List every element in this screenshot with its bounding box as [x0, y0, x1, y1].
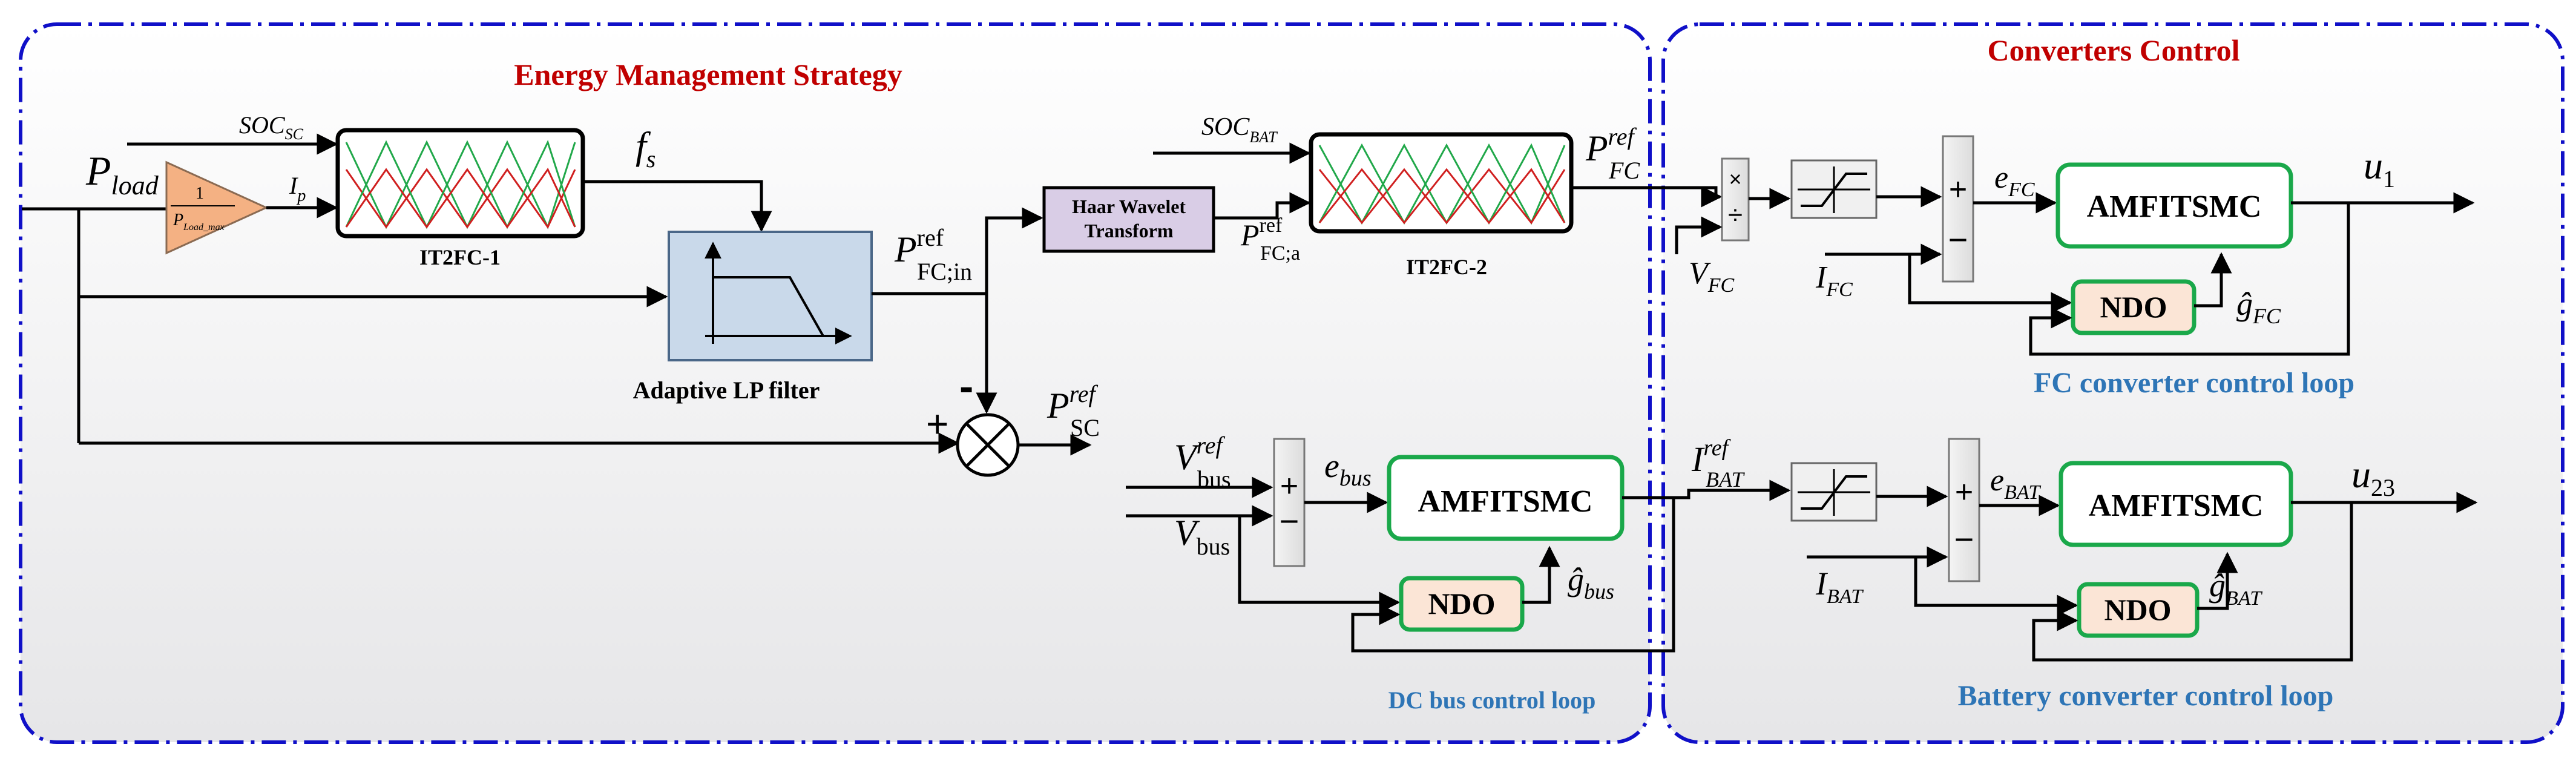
- lp-filter-label: Adaptive LP filter: [633, 377, 820, 404]
- e-fc-label: eFC: [1994, 160, 2035, 201]
- g-bat-label: ĝBAT: [2209, 567, 2262, 610]
- sum-minus-sign: -: [959, 363, 973, 410]
- i-fc-to-ndo: [1908, 254, 2072, 314]
- fc-saturation-block: [1790, 159, 1878, 219]
- i-fc-label: IFC: [1815, 260, 1853, 301]
- p-load-label: Pload: [85, 148, 159, 200]
- ems-section-title: Energy Management Strategy: [514, 58, 902, 91]
- v-fc-label: VFC: [1689, 256, 1735, 297]
- dc-bus-minus: −: [1280, 502, 1300, 540]
- haar-wavelet-label-line2: Transform: [1085, 220, 1174, 242]
- it2fc-1-label: IT2FC-1: [419, 245, 501, 269]
- fc-amfitsmc-block: [2055, 162, 2293, 249]
- p-fc-ref-to-divider: [1701, 186, 1723, 208]
- it2fc-1-block: [335, 128, 585, 239]
- fs-line: [583, 180, 772, 232]
- e-bat-label: eBAT: [1990, 463, 2041, 504]
- it2fc-2-block: [1309, 132, 1574, 234]
- bat-summing-block: [1948, 438, 1980, 582]
- p-fc-a-line: [1214, 192, 1311, 220]
- g-bat-line: [2197, 552, 2238, 610]
- fc-sum-minus: −: [1948, 220, 1968, 259]
- dc-bus-output-line: [1351, 496, 1675, 653]
- i-bat-to-ndo: [1914, 557, 2078, 616]
- bat-amfitsmc-label: AMFITSMC: [2089, 489, 2264, 523]
- dc-bus-amfitsmc-label: AMFITSMC: [1418, 484, 1593, 519]
- g-bus-label: ĝbus: [1568, 561, 1614, 604]
- fc-amfitsmc-label: AMFITSMC: [2087, 189, 2262, 224]
- ip-label: Ip: [289, 172, 306, 205]
- dc-bus-loop-label: DC bus control loop: [1388, 687, 1596, 714]
- fc-feedback-line: [2029, 203, 2350, 356]
- it2fc-1-membership-red: [345, 168, 576, 229]
- soc-sc-label: SOCSC: [239, 111, 304, 143]
- gain-denominator: PLoad_max: [172, 211, 225, 232]
- dc-bus-summing-block: [1273, 438, 1306, 567]
- soc-bat-label: SOCBAT: [1201, 113, 1278, 146]
- fc-loop-label: FC converter control loop: [2034, 367, 2354, 399]
- fc-sum-plus: +: [1949, 172, 1967, 207]
- bat-saturation-block: [1790, 462, 1878, 522]
- bat-sum-plus: +: [1955, 475, 1973, 510]
- g-bus-line: [1522, 545, 1560, 604]
- v-bus-label: Vbus: [1174, 513, 1230, 560]
- dc-bus-ndo-label: NDO: [1428, 587, 1495, 621]
- dc-bus-plus: +: [1280, 469, 1298, 504]
- g-fc-line: [2194, 252, 2232, 308]
- g-fc-label: ĝFC: [2236, 286, 2281, 328]
- fc-divider-times: ×: [1729, 166, 1741, 191]
- fc-divider-divide: ÷: [1728, 200, 1743, 230]
- sum-plus-sign: +: [926, 402, 948, 446]
- fc-summing-block: [1942, 135, 1974, 283]
- bat-sum-minus: −: [1954, 520, 1974, 558]
- converters-section-title: Converters Control: [1987, 33, 2239, 67]
- u1-label: u1: [2364, 144, 2395, 193]
- bat-feedback-line: [2032, 502, 2353, 662]
- it2fc-1-membership-red2: [345, 168, 576, 229]
- battery-loop-label: Battery converter control loop: [1958, 680, 2334, 712]
- e-bus-label: ebus: [1324, 447, 1372, 491]
- adaptive-lp-filter-block: [668, 231, 873, 361]
- haar-wavelet-block: [1042, 186, 1215, 253]
- p-fc-in-to-haar: [985, 207, 1043, 294]
- it2fc-1-membership-green2: [345, 139, 576, 229]
- it2fc-2-label: IT2FC-2: [1406, 255, 1487, 279]
- v-fc-line: [1675, 216, 1723, 254]
- i-bat-label: IBAT: [1815, 565, 1864, 608]
- v-bus-to-ndo: [1238, 516, 1401, 613]
- fc-ndo-label: NDO: [2100, 290, 2167, 324]
- haar-wavelet-label-line1: Haar Wavelet: [1072, 196, 1186, 217]
- normalization-gain-block: [165, 160, 269, 255]
- i-bat-ref-line: [1674, 479, 1791, 501]
- u23-label: u23: [2351, 453, 2395, 501]
- gain-numerator: 1: [196, 184, 204, 203]
- power-split-summing-junction: [956, 413, 1020, 477]
- bat-ndo-label: NDO: [2104, 593, 2171, 627]
